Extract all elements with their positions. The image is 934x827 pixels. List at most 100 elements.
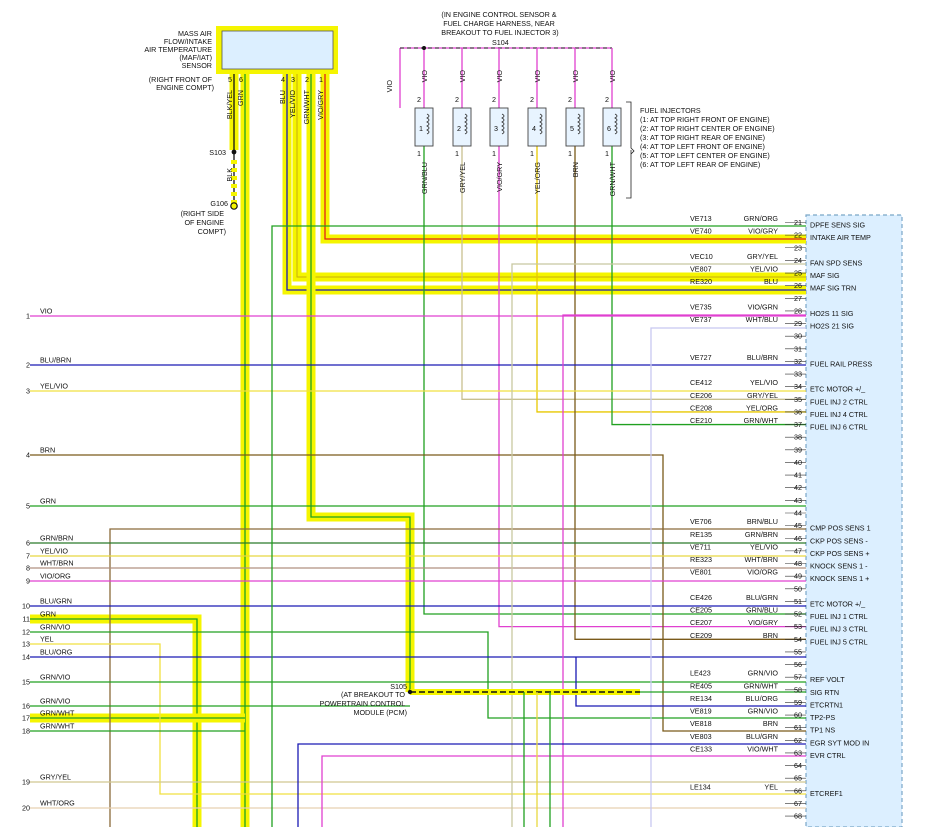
pcm-pin-27: 27: [794, 294, 802, 303]
pcm-pin-43: 43: [794, 496, 802, 505]
pcm-circuit-49: VE801: [690, 568, 712, 577]
pcm-wire-25: YEL/VIO: [750, 265, 778, 274]
pcm-pin-61: 61: [794, 723, 802, 732]
pcm-pin-21: 21: [794, 218, 802, 227]
pcm-wire-52: GRN/BLU: [746, 606, 778, 615]
wire-injector-ctrl-2: [461, 146, 806, 400]
injector-pin-top: 2: [530, 95, 534, 104]
pcm-wire-24: GRY/YEL: [747, 252, 778, 261]
g106-label: G106: [210, 199, 228, 208]
pcm-pin-68: 68: [794, 812, 802, 821]
pcm-wire-22: VIO/GRY: [748, 227, 778, 236]
injector-body: [602, 107, 622, 147]
left-pin-2: 2: [26, 361, 30, 370]
pcm-pin-62: 62: [794, 736, 802, 745]
left-wire-14: BLU/ORG: [40, 648, 73, 657]
injector-top-wire: VIO: [533, 70, 542, 83]
pcm-wire-21: GRN/ORG: [744, 214, 779, 223]
pcm-circuit-54: CE209: [690, 631, 712, 640]
fuel-injector-6-icon: 6: [602, 107, 622, 147]
wire-maf-vio-gry: [324, 74, 806, 240]
wire-pin62-blu-grn: [297, 743, 806, 827]
pcm-func-26: MAF SIG TRN: [810, 284, 856, 293]
injector-top-wire: VIO: [495, 70, 504, 83]
pcm-wire-37: GRN/WHT: [744, 416, 779, 425]
injector-body: [527, 107, 547, 147]
injector-number: 6: [607, 124, 611, 133]
pcm-circuit-63: CE133: [690, 744, 712, 753]
pcm-circuit-34: CE412: [690, 378, 712, 387]
wire-maf-blu-highlight: [282, 74, 806, 295]
pcm-circuit-29: VE737: [690, 315, 712, 324]
maf-pin-5: 5: [228, 75, 232, 84]
maf-pin-1: 1: [319, 75, 323, 84]
left-wire-13: YEL: [40, 635, 54, 644]
pcm-pin-30: 30: [794, 332, 802, 341]
pcm-pin-54: 54: [794, 635, 802, 644]
pcm-wire-54: BRN: [763, 631, 778, 640]
pcm-pin-50: 50: [794, 584, 802, 593]
g106-ground-icon: [230, 202, 238, 210]
left-pin-13: 13: [22, 640, 30, 649]
injector-legend: FUEL INJECTORS (1: AT TOP RIGHT FRONT OF…: [640, 106, 777, 169]
pcm-circuit-66: LE134: [690, 782, 711, 791]
pcm-pin-29: 29: [794, 319, 802, 328]
pcm-circuit-46: RE135: [690, 530, 712, 539]
pcm-connector: [805, 214, 903, 827]
pcm-pin-60: 60: [794, 711, 802, 720]
pcm-wire-47: YEL/VIO: [750, 542, 778, 551]
pcm-func-21: DPFE SENS SIG: [810, 221, 866, 230]
pcm-pin-63: 63: [794, 748, 802, 757]
s103-label: S103: [209, 148, 226, 157]
maf-pin-6: 6: [239, 75, 243, 84]
pcm-pin-53: 53: [794, 622, 802, 631]
pcm-pin-39: 39: [794, 445, 802, 454]
pcm-wire-32: BLU/BRN: [747, 353, 778, 362]
s104-label: S104: [492, 38, 509, 47]
pcm-func-34: ETC MOTOR +/_: [810, 385, 866, 394]
left-wire-6: GRN/BRN: [40, 534, 73, 543]
left-pin-10: 10: [22, 602, 30, 611]
injector-pin-bottom: 1: [605, 149, 609, 158]
pcm-func-48: KNOCK SENS 1 -: [810, 562, 868, 571]
pcm-wire-57: GRN/VIO: [748, 669, 779, 678]
pcm-wire-62: BLU/GRN: [746, 732, 778, 741]
left-wire-2: BLU/BRN: [40, 356, 71, 365]
injector-number: 2: [457, 124, 461, 133]
pcm-wire-59: BLU/ORG: [746, 694, 779, 703]
pcm-circuit-59: RE134: [690, 694, 712, 703]
pcm-pin-35: 35: [794, 395, 802, 404]
fuel-injector-2-icon: 2: [452, 107, 472, 147]
wire-layer: [30, 47, 806, 827]
injector-pin-top: 2: [455, 95, 459, 104]
pcm-func-53: FUEL INJ 3 CTRL: [810, 625, 868, 634]
left-wire-8: WHT/BRN: [40, 559, 74, 568]
pcm-circuit-48: RE323: [690, 555, 712, 564]
pcm-circuit-51: CE426: [690, 593, 712, 602]
pcm-func-29: HO2S 21 SIG: [810, 322, 854, 331]
left-pin-15: 15: [22, 678, 30, 687]
pcm-circuit-47: VE711: [690, 542, 711, 551]
pcm-pin-34: 34: [794, 382, 802, 391]
wire-maf-grn-wht: [310, 74, 411, 692]
pcm-pin-25: 25: [794, 269, 802, 278]
injector-top-wire: VIO: [571, 70, 580, 83]
injector-top-wire: VIO: [420, 70, 429, 83]
pcm-func-45: CMP POS SENS 1: [810, 524, 871, 533]
injector-pin-bottom: 1: [530, 149, 534, 158]
injector-number: 4: [532, 124, 536, 133]
pcm-wire-53: VIO/GRY: [748, 618, 778, 627]
pcm-pin-23: 23: [794, 243, 802, 252]
maf-pin-2: 2: [305, 75, 309, 84]
fuel-injector-3-icon: 3: [489, 107, 509, 147]
pcm-pin-45: 45: [794, 521, 802, 530]
left-wire-15: GRN/VIO: [40, 673, 71, 682]
wire-injector-ctrl-5: [574, 146, 806, 640]
pcm-func-25: MAF SIG: [810, 271, 840, 280]
pcm-circuit-25: VE807: [690, 265, 712, 274]
pcm-pin-44: 44: [794, 508, 802, 517]
pcm-func-28: HO2S 11 SIG: [810, 309, 854, 318]
pcm-func-32: FUEL RAIL PRESS: [810, 359, 872, 368]
wire-pin59-blu-org: [575, 657, 806, 707]
